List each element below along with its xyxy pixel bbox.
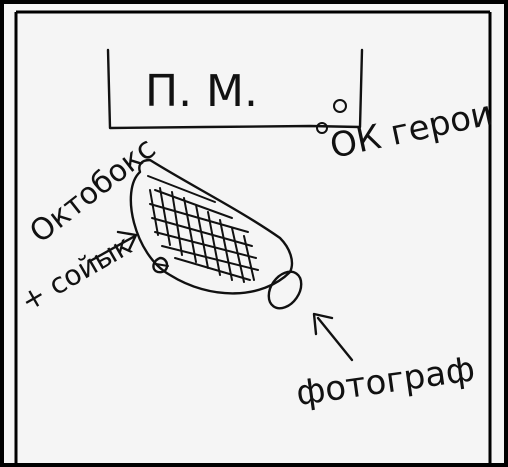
photographer-arrow-line <box>318 318 352 360</box>
photographer-label: фотограф <box>294 349 478 414</box>
hero-label: ОК герои <box>327 93 497 166</box>
goalie-label: + сойык <box>15 228 137 318</box>
octobox-label: Октобокс <box>23 131 162 250</box>
photographer-circle <box>262 266 308 315</box>
hero-circle-2 <box>317 123 327 133</box>
hero-circle-1 <box>334 100 346 112</box>
stage-label: П. М. <box>145 66 258 117</box>
